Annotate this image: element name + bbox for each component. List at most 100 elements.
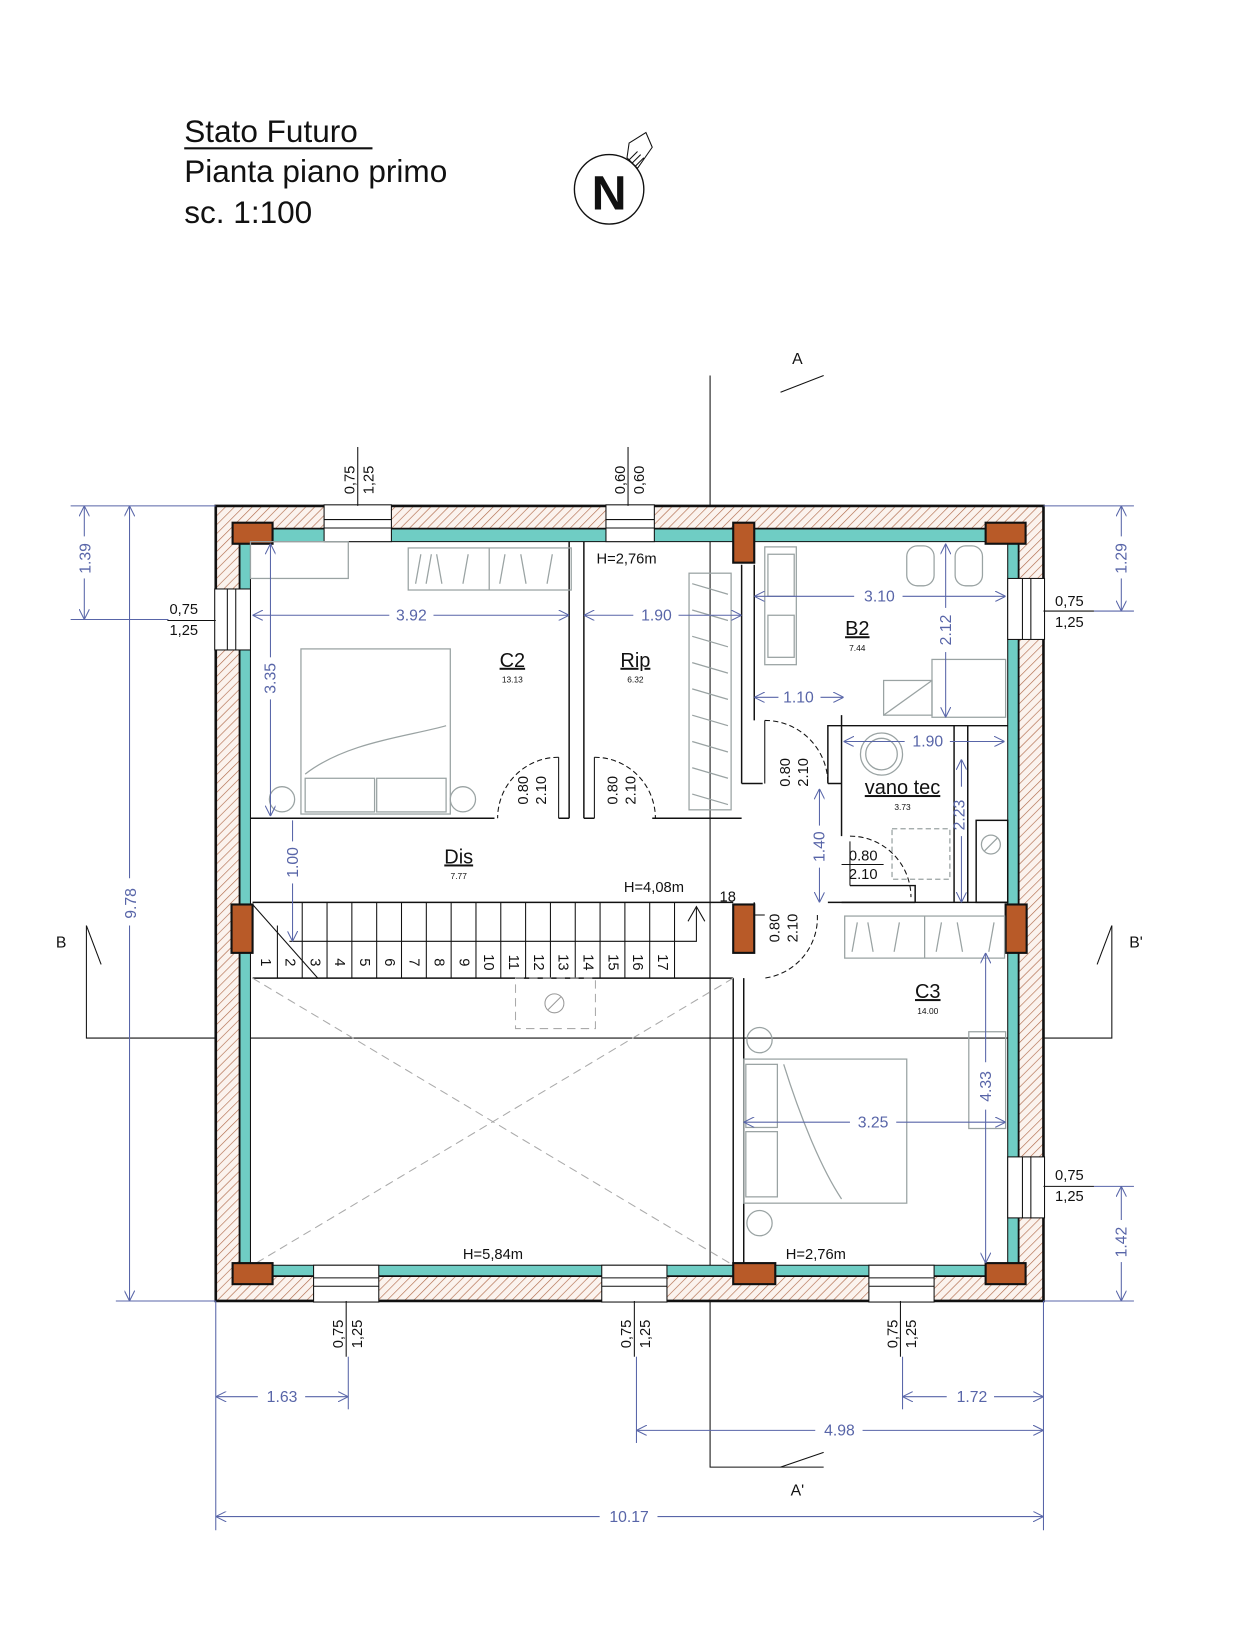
stair-step-number: 5: [356, 958, 372, 966]
door-rip: [593, 756, 656, 819]
appliance-outline-icon: [891, 828, 951, 880]
section-b-prime-label: B': [1129, 935, 1143, 952]
window-bottom-1-height: 1,25: [350, 1320, 366, 1349]
window-top-c2-sill: 0,75: [343, 466, 359, 495]
door-c2-width: 0.80: [516, 776, 532, 805]
stair-step-number: 8: [431, 958, 447, 966]
window-bottom-3-height: 1,25: [904, 1320, 920, 1349]
height-stair: H=4,08m: [624, 880, 684, 896]
window-right-c3: [1007, 1156, 1046, 1219]
windows: [214, 504, 1046, 1303]
window-bottom-2: [601, 1264, 668, 1303]
height-void: H=5,84m: [463, 1247, 523, 1263]
window-bottom-1: [313, 1264, 380, 1303]
vano-tec-unit-icon: [980, 834, 1001, 855]
title-stato: Stato Futuro: [184, 113, 358, 149]
stair-step-number: 14: [579, 954, 595, 970]
height-labels: H=2,76m H=4,08m H=5,84m H=2,76m: [463, 552, 846, 1263]
room-c2-area: 13.13: [502, 675, 523, 685]
dim-right-bottom: 1.42: [1114, 1227, 1131, 1258]
stair-step-number: 4: [331, 958, 347, 966]
wardrobe-c2-icon: [407, 547, 572, 591]
dim-dis-b2: 1.40: [812, 831, 829, 862]
door-c2: [497, 756, 560, 819]
doors: [497, 719, 912, 979]
window-bottom-2-height: 1,25: [638, 1320, 654, 1349]
interior-dimension-labels: 3.92 1.90 3.35 1.00 3.10 2.12 1.10 1.90 …: [263, 589, 995, 1132]
window-right-c3-sill: 0,75: [1055, 1168, 1084, 1184]
door-rip-height: 2.10: [623, 776, 639, 805]
window-top-c2: [323, 504, 392, 543]
height-c3: H=2,76m: [786, 1247, 846, 1263]
room-vano-area: 3.73: [894, 802, 911, 812]
title-scale: sc. 1:100: [184, 194, 312, 230]
height-rip: H=2,76m: [596, 552, 656, 568]
dim-vano-width: 1.90: [912, 734, 943, 751]
exterior-dimension-labels: 1.39 9.78 1.29 1.42 1.63 1.72 4.98 10.17: [78, 543, 1131, 1526]
door-b2-width: 0.80: [778, 758, 794, 787]
stair-step-number: 15: [604, 954, 620, 970]
smoke-detector-icon: [544, 993, 565, 1014]
door-vano-height: 2.10: [849, 867, 878, 883]
stair-step-number: 17: [654, 954, 670, 970]
room-b2-name: B2: [845, 618, 869, 640]
bed-c2-icon: [300, 648, 451, 815]
window-bottom-3-sill: 0,75: [885, 1320, 901, 1349]
room-vano-name: vano tec: [865, 777, 941, 799]
dim-vano-depth: 2.23: [952, 800, 969, 831]
title-plan: Pianta piano primo: [184, 153, 447, 189]
dim-c3-depth: 4.33: [978, 1071, 995, 1102]
stair-step-number: 13: [555, 954, 571, 970]
exterior-dimension-lines: [70, 505, 1134, 1531]
washbasin-icon: [764, 546, 797, 666]
stair-step-number: 6: [381, 958, 397, 966]
dim-c2-depth: 3.35: [263, 663, 280, 694]
window-top-rip: [605, 504, 655, 543]
north-arrow-icon: N: [573, 131, 653, 225]
desk-icon: [249, 541, 349, 580]
nightstand-c3-icon: [746, 1026, 773, 1237]
nightstand-lamp-icon: [268, 786, 477, 813]
window-right-b2: [1007, 577, 1046, 640]
section-a-label: A: [792, 351, 803, 368]
double-height-void: [252, 977, 734, 1266]
wardrobe-c3-icon: [844, 915, 1006, 959]
door-c3-width: 0.80: [767, 914, 783, 943]
dim-dis-depth: 1.00: [285, 847, 302, 878]
stair-step-number: 3: [306, 958, 322, 966]
door-vano: [849, 835, 912, 898]
door-b2: [764, 719, 829, 784]
shower-icon: [882, 658, 1007, 718]
dim-left-top: 1.39: [78, 543, 95, 574]
window-right-b2-sill: 0,75: [1055, 594, 1084, 610]
section-a-prime-label: A': [791, 1483, 805, 1500]
stair-landing-number: 18: [720, 889, 736, 905]
door-rip-width: 0.80: [606, 776, 622, 805]
window-bottom-2-sill: 0,75: [619, 1320, 635, 1349]
section-b-label: B: [56, 935, 67, 952]
room-rip-area: 6.32: [627, 675, 644, 685]
room-c3-area: 14.00: [917, 1006, 938, 1016]
stair-step-number: 16: [629, 954, 645, 970]
room-labels: C2 13.13 Rip 6.32 B2 7.44 vano tec 3.73 …: [444, 618, 940, 1016]
external-walls: [214, 504, 1045, 1303]
stair-step-number: 12: [530, 954, 546, 970]
room-c2-name: C2: [500, 650, 526, 672]
dim-b2-depth: 2.12: [938, 615, 955, 646]
door-c2-height: 2.10: [534, 776, 550, 805]
window-right-b2-height: 1,25: [1055, 615, 1084, 631]
window-labels: [167, 446, 1094, 1357]
door-c3-height: 2.10: [785, 914, 801, 943]
room-rip-name: Rip: [620, 650, 650, 672]
room-c3-name: C3: [915, 981, 941, 1003]
dresser-icon: [968, 1031, 1007, 1130]
title-block: Stato Futuro Pianta piano primo sc. 1:10…: [184, 113, 447, 230]
dim-bottom-mid: 4.98: [824, 1423, 855, 1440]
columns: [230, 521, 1028, 1286]
window-top-rip-height: 0,60: [632, 466, 648, 495]
dim-c2-width: 3.92: [396, 608, 427, 625]
section-line-a: [709, 374, 824, 1468]
door-vano-width: 0.80: [849, 848, 878, 864]
